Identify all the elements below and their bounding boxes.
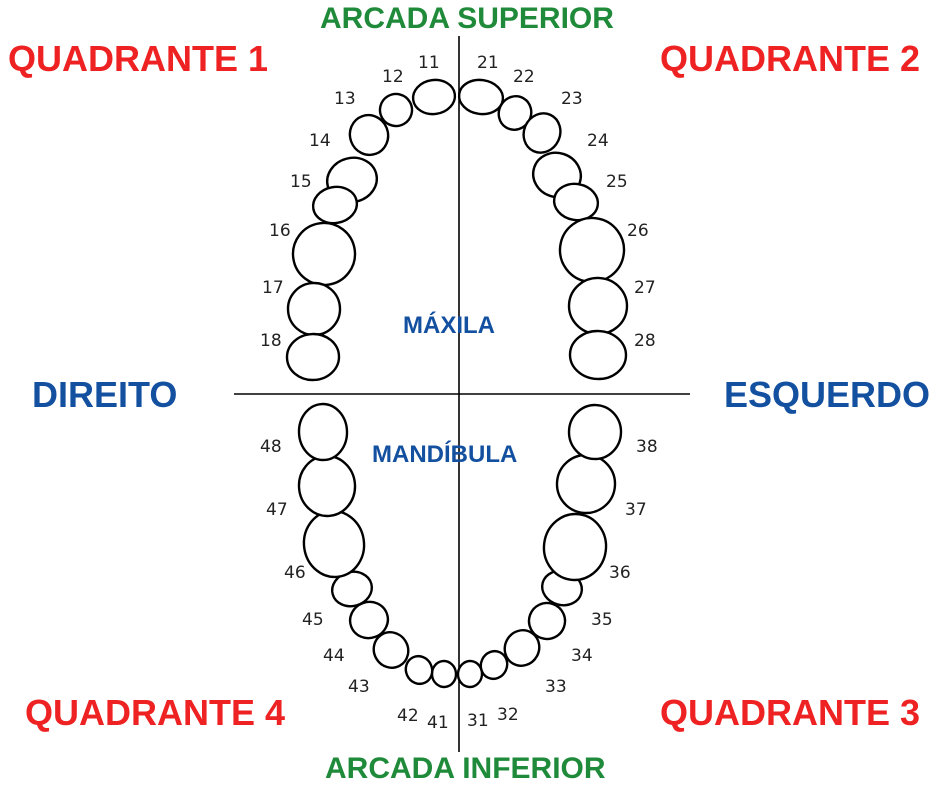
tooth-number-43: 43 (348, 677, 370, 697)
tooth-number-21: 21 (477, 53, 499, 73)
tooth-42 (404, 654, 434, 686)
tooth-number-36: 36 (609, 563, 631, 583)
tooth-37 (555, 453, 617, 515)
tooth-number-18: 18 (260, 331, 282, 351)
tooth-13 (348, 113, 390, 157)
tooth-38 (567, 403, 623, 461)
tooth-number-35: 35 (591, 610, 613, 630)
tooth-26 (558, 216, 626, 284)
quadrante-1-label: QUADRANTE 1 (8, 38, 269, 79)
quadrante-2-label: QUADRANTE 2 (660, 38, 921, 79)
tooth-33 (503, 629, 541, 667)
tooth-17 (286, 281, 342, 337)
tooth-47 (297, 454, 357, 518)
tooth-28 (568, 329, 628, 381)
tooth-number-47: 47 (266, 500, 288, 520)
tooth-12 (378, 92, 414, 128)
tooth-15 (311, 185, 359, 225)
arcada-superior-label: ARCADA SUPERIOR (320, 2, 614, 35)
tooth-36 (542, 512, 608, 582)
tooth-numbers: 11 12 13 14 15 16 17 18 21 22 23 24 25 26 27 28 31 32 3334… (260, 53, 658, 733)
tooth-43 (372, 631, 410, 669)
tooth-number-28: 28 (634, 331, 656, 351)
tooth-27 (567, 276, 629, 336)
tooth-number-24: 24 (587, 131, 609, 151)
tooth-32 (479, 649, 509, 681)
tooth-number-44: 44 (323, 646, 345, 666)
tooth-number-13: 13 (334, 89, 356, 109)
tooth-31 (456, 659, 484, 689)
tooth-number-15: 15 (290, 172, 312, 192)
tooth-number-32: 32 (497, 705, 519, 725)
tooth-number-33: 33 (545, 677, 567, 697)
arcada-inferior-label: ARCADA INFERIOR (325, 752, 606, 785)
tooth-number-23: 23 (561, 89, 583, 109)
tooth-23 (522, 112, 562, 154)
tooth-48 (297, 402, 349, 462)
quadrante-3-label: QUADRANTE 3 (660, 692, 921, 733)
tooth-41 (430, 659, 458, 689)
tooth-number-17: 17 (262, 278, 284, 298)
tooth-number-12: 12 (382, 67, 404, 87)
tooth-18 (285, 332, 341, 382)
tooth-number-37: 37 (625, 500, 647, 520)
esquerdo-label: ESQUERDO (724, 374, 931, 415)
maxila-label: MÁXILA (403, 312, 495, 339)
tooth-number-41: 41 (427, 713, 449, 733)
tooth-25 (552, 182, 600, 222)
teeth-layer (285, 78, 629, 689)
quadrante-4-label: QUADRANTE 4 (25, 692, 286, 733)
tooth-number-14: 14 (309, 131, 331, 151)
tooth-number-16: 16 (269, 221, 291, 241)
tooth-number-22: 22 (513, 67, 535, 87)
tooth-number-42: 42 (397, 706, 419, 726)
tooth-number-27: 27 (634, 278, 656, 298)
mandibula-label: MANDÍBULA (372, 441, 518, 468)
tooth-number-31: 31 (467, 711, 489, 731)
tooth-number-26: 26 (627, 221, 649, 241)
tooth-number-45: 45 (302, 610, 324, 630)
tooth-number-38: 38 (636, 437, 658, 457)
tooth-number-11: 11 (418, 53, 440, 73)
tooth-number-34: 34 (571, 646, 593, 666)
tooth-number-25: 25 (606, 172, 628, 192)
tooth-16 (291, 221, 357, 287)
tooth-21 (457, 78, 505, 116)
tooth-number-46: 46 (284, 563, 306, 583)
direito-label: DIREITO (32, 374, 178, 415)
tooth-46 (302, 509, 366, 579)
tooth-11 (411, 78, 457, 116)
tooth-number-48: 48 (260, 437, 282, 457)
